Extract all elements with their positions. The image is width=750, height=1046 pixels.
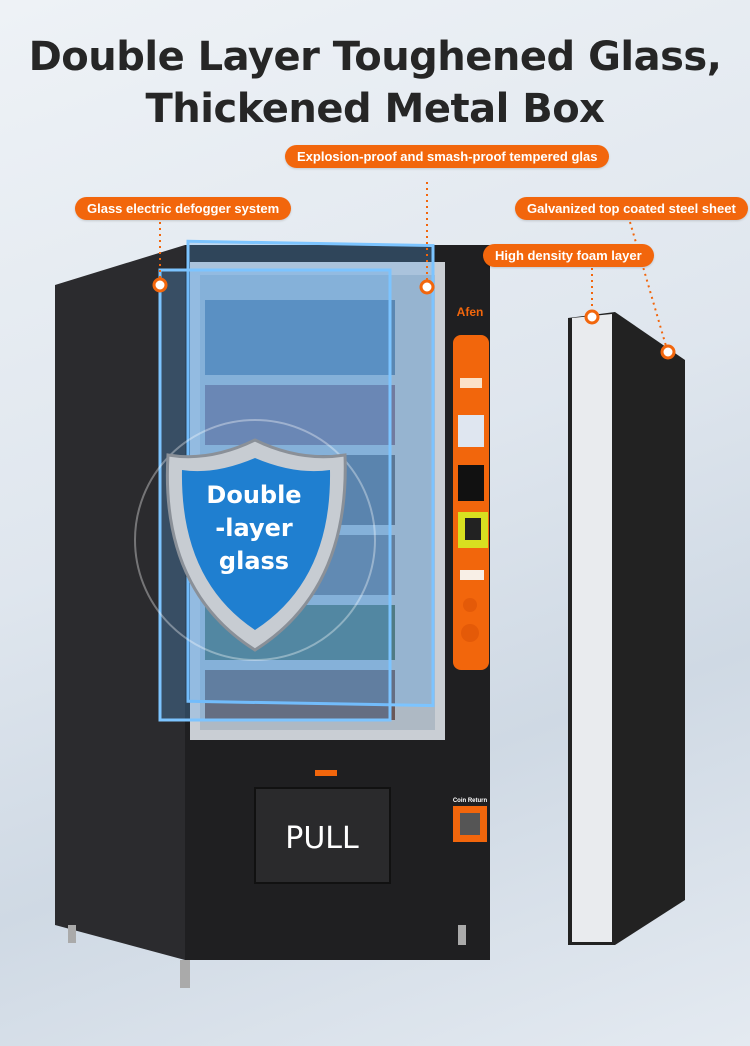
- callout-tempered-glass: Explosion-proof and smash-proof tempered…: [285, 145, 610, 168]
- delivery-door[interactable]: [254, 787, 391, 884]
- headline-line-2: Thickened Metal Box: [145, 86, 605, 132]
- machine-leg: [68, 925, 76, 943]
- coin-return-slot: [460, 813, 480, 835]
- callout-foam-layer: High density foam layer: [483, 244, 654, 267]
- delivery-indicator: [315, 770, 337, 776]
- machine-leg: [458, 925, 466, 945]
- card-reader-screen: [465, 518, 481, 540]
- pull-label: PULL: [285, 821, 359, 856]
- bill-acceptor[interactable]: [458, 465, 484, 501]
- shield-icon: Double -layer glass: [134, 419, 376, 661]
- shield-text-2: -layer: [215, 514, 293, 542]
- callout-steel-sheet: Galvanized top coated steel sheet: [515, 197, 748, 220]
- headline-line-1: Double Layer Toughened Glass,: [28, 34, 722, 80]
- coin-slot[interactable]: [463, 598, 477, 612]
- glass-marker: [419, 279, 435, 295]
- machine-leg: [180, 960, 190, 988]
- coin-slot-label: [460, 570, 484, 580]
- foam-layer: [572, 314, 612, 942]
- coin-return-label: Coin Return: [453, 798, 488, 804]
- shield-text-1: Double: [206, 481, 301, 509]
- machine-side-panel: [55, 245, 185, 960]
- display-screen: [460, 378, 482, 388]
- foam-marker: [584, 309, 600, 325]
- keypad[interactable]: [458, 415, 484, 447]
- coin-return-knob[interactable]: [461, 624, 479, 642]
- defogger-marker: [152, 277, 168, 293]
- callout-defogger: Glass electric defogger system: [75, 197, 292, 220]
- steel-marker: [660, 344, 676, 360]
- brand-logo: Afen: [457, 305, 484, 319]
- shield-text-3: glass: [219, 547, 289, 575]
